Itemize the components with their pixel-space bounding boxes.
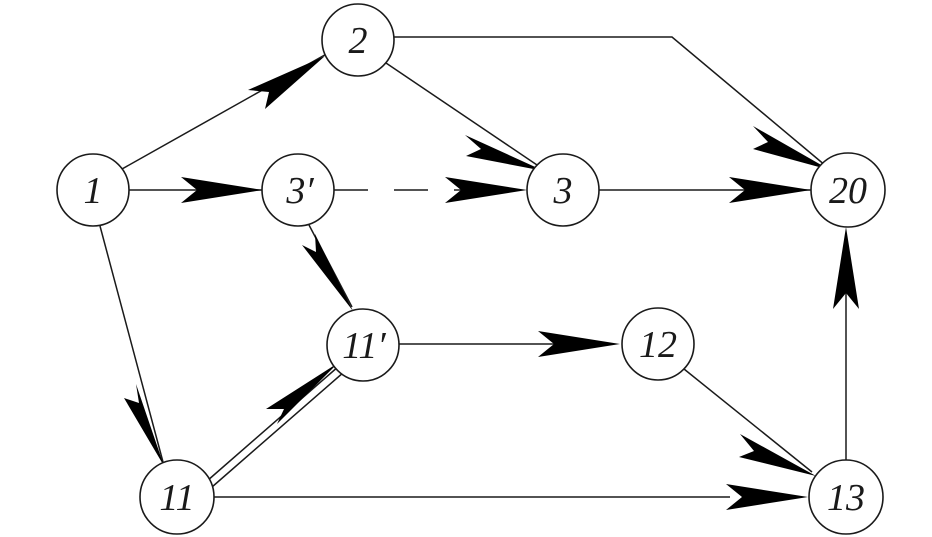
arrow-head-icon [833,227,859,309]
arrow-head-icon [729,177,811,203]
arrow-head-icon [726,484,808,510]
node-label: 11′ [342,325,386,367]
arrow-head-icon [266,363,338,424]
edge-2-to-3[interactable] [385,62,544,171]
node-circle [139,459,215,535]
arrow-head-icon [538,331,620,357]
node-circle [810,152,886,228]
node-label: 11 [159,477,194,519]
arrow-head-icon [739,434,816,476]
edge-1-to-3prime[interactable] [129,177,264,203]
edge-line-inner [211,371,345,488]
edge-13-to-20[interactable] [833,227,859,460]
arrow-head-icon [302,234,353,311]
edge-line-outer [206,365,340,482]
node-circle [261,153,335,227]
node-circle [526,153,600,227]
edge-11-to-11prime[interactable] [206,363,345,488]
edge-11-to-13[interactable] [214,484,808,510]
node-label: 3 [553,170,573,212]
node-3-prime[interactable]: 3′ [261,153,335,227]
node-circle [621,307,695,381]
node-label: 2 [349,20,368,62]
node-circle [321,3,395,77]
node-2[interactable]: 2 [321,3,395,77]
node-13[interactable]: 13 [808,459,884,535]
node-circle [56,153,130,227]
edge-line [683,368,813,473]
edge-3-to-20[interactable] [599,177,812,203]
edge-1-to-11[interactable] [99,225,164,466]
edge-11prime-to-12[interactable] [399,331,620,357]
arrow-head-icon [465,135,544,171]
node-20[interactable]: 20 [810,152,886,228]
node-label: 13 [827,477,865,519]
node-label: 1 [84,170,103,212]
node-circle [808,459,884,535]
edge-line [99,225,164,463]
edge-2-to-20[interactable] [393,36,830,170]
edge-line [393,36,827,167]
edge-12-to-13[interactable] [683,368,816,476]
node-label: 3′ [285,170,314,212]
node-11-prime[interactable]: 11′ [326,308,400,382]
arrow-head-icon [753,126,830,170]
node-1[interactable]: 1 [56,153,130,227]
edge-1-to-2[interactable] [121,51,331,170]
node-11[interactable]: 11 [139,459,215,535]
node-label: 12 [639,324,677,366]
arrow-head-icon [124,384,164,466]
node-12[interactable]: 12 [621,307,695,381]
edge-3prime-to-11prime[interactable] [302,224,353,311]
arrow-head-icon [445,177,527,203]
arrow-head-icon [181,177,263,203]
node-3[interactable]: 3 [526,153,600,227]
node-label: 20 [829,170,867,212]
arrow-head-icon [248,56,325,109]
node-circle [326,308,400,382]
edge-line [385,62,541,168]
edge-3prime-to-3[interactable] [334,177,527,203]
